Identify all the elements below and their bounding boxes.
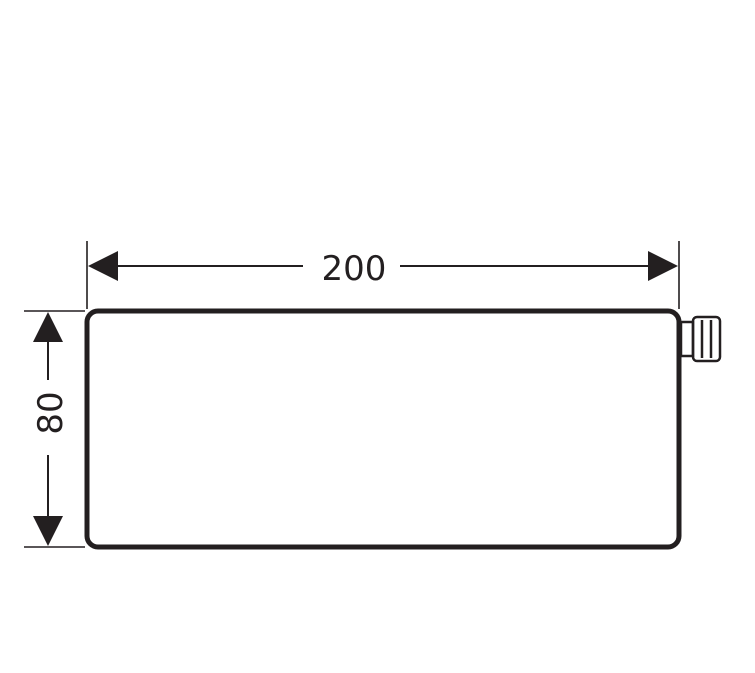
height-dimension-label: 80 bbox=[31, 391, 71, 434]
height-arrow-bottom bbox=[33, 516, 63, 546]
width-arrow-left bbox=[88, 251, 118, 281]
shelf-outline bbox=[84, 308, 682, 550]
width-dimension-label: 200 bbox=[322, 249, 387, 289]
mount-bracket bbox=[679, 315, 722, 363]
width-arrow-right bbox=[648, 251, 678, 281]
height-arrow-top bbox=[33, 312, 63, 342]
